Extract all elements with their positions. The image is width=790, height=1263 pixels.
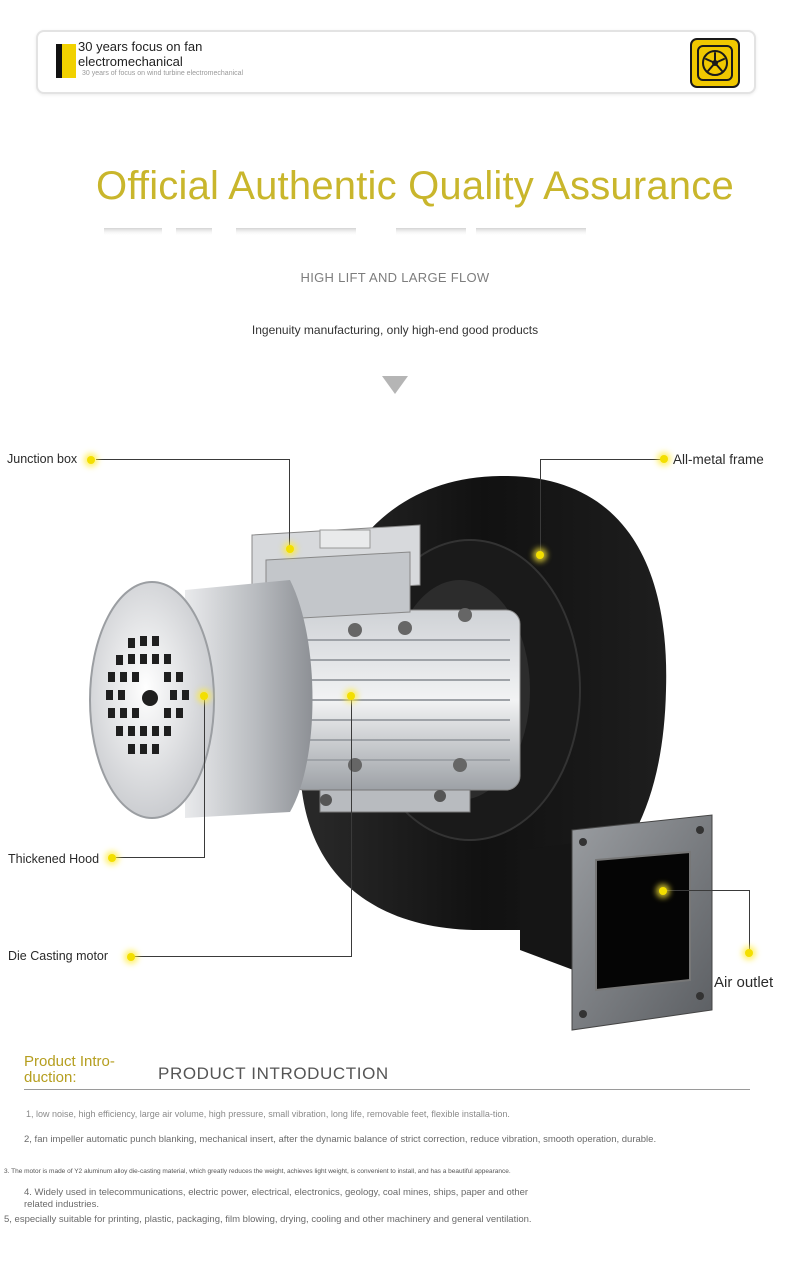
outlet-leader-vertical [749,890,750,952]
hood-leader [116,857,205,858]
intro-divider [24,1089,750,1090]
hero-tagline: Ingenuity manufacturing, only high-end g… [251,323,539,337]
brand-bar-yellow [62,44,76,78]
hood-marker-point [200,692,208,700]
intro-label-line2: duction: [24,1069,77,1086]
motor-leader-vertical [351,696,352,957]
intro-item-3: 3. The motor is made of Y2 aluminum allo… [4,1168,511,1175]
intro-item-2: 2, fan impeller automatic punch blanking… [24,1134,657,1145]
label-junction-box: Junction box [7,452,78,466]
intro-item-4: 4. Widely used in telecommunications, el… [24,1187,529,1210]
header-title: 30 years focus on fan electromechanical [78,39,203,69]
label-thickened-hood: Thickened Hood [8,852,100,866]
motor-leader [134,956,352,957]
motor-marker [127,953,135,961]
fan-logo-icon [690,38,740,88]
frame-marker [660,455,668,463]
blower-fan-illustration [89,475,713,1031]
title-reflection [104,228,586,236]
junction-box-leader [96,459,290,460]
intro-item-1: 1, low noise, high efficiency, large air… [26,1109,510,1119]
frame-leader [540,459,664,460]
intro-label-line1: Product Intro- [24,1053,115,1070]
junction-box-leader-vertical [289,459,290,549]
header-banner: 30 years focus on fan electromechanical … [36,30,756,94]
frame-leader-vertical [540,459,541,555]
intro-heading: PRODUCT INTRODUCTION [158,1064,389,1083]
outlet-leader [662,890,750,891]
junction-box-marker-point [286,545,294,553]
hero-subtitle: HIGH LIFT AND LARGE FLOW [300,270,490,285]
intro-label: Product Intro- duction: [24,1054,144,1086]
hood-leader-vertical [204,696,205,858]
hero-title: Official Authentic Quality Assurance [96,164,734,208]
label-air-outlet: Air outlet [714,974,774,991]
down-arrow-icon [382,376,408,394]
intro-item-5: 5, especially suitable for printing, pla… [4,1214,532,1225]
outlet-marker [745,949,753,957]
label-all-metal-frame: All-metal frame [673,452,764,467]
motor-marker-point [347,692,355,700]
label-die-casting-motor: Die Casting motor [8,949,109,963]
hood-marker [108,854,116,862]
header-subtitle: 30 years of focus on wind turbine electr… [82,70,244,77]
outlet-marker-point [659,887,667,895]
brand-bar-black [56,44,62,78]
junction-box-marker [87,456,95,464]
frame-marker-point [536,551,544,559]
